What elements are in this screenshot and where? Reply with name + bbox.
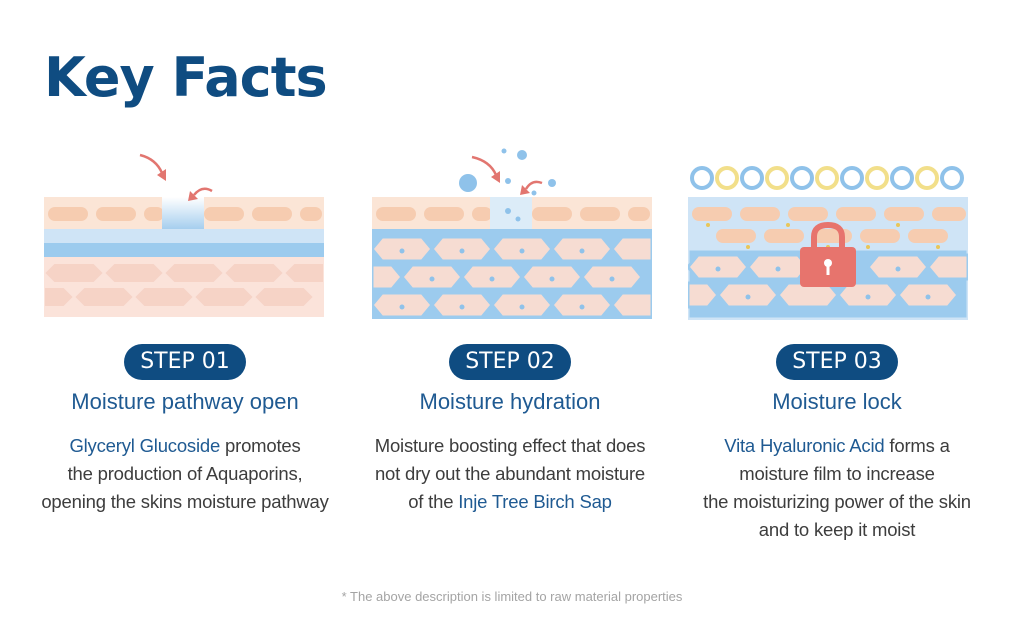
step-heading: Moisture lock [772, 389, 902, 414]
footnote: * The above description is limited to ra… [341, 589, 683, 604]
illustration-step-3 [688, 145, 968, 320]
step-description: Vita Hyaluronic Acid forms a moisture fi… [703, 432, 971, 544]
step-heading: Moisture hydration [419, 389, 601, 414]
desc-text: promotes [220, 435, 301, 456]
step-3: STEP 03 Moisture lock Vita Hyaluronic Ac… [672, 344, 1002, 544]
moisture-film [690, 166, 964, 190]
moisture-bubbles [459, 148, 556, 196]
step-1: STEP 01 Moisture pathway open Glyceryl G… [20, 344, 350, 516]
desc-line: the production of Aquaporins, [67, 463, 303, 484]
desc-line: the moisturizing power of the skin [703, 491, 971, 512]
illustration-step-1 [44, 145, 324, 320]
step-badge: STEP 02 [449, 344, 571, 380]
page-title: Key Facts [44, 46, 328, 109]
step-badge: STEP 01 [124, 344, 246, 380]
desc-line: moisture film to increase [739, 463, 935, 484]
arrow-down-icon [471, 155, 543, 195]
ingredient-highlight: Vita Hyaluronic Acid [724, 435, 885, 456]
desc-text: forms a [884, 435, 950, 456]
lock-icon [800, 221, 856, 287]
desc-text: of the [408, 491, 459, 512]
step-description: Glyceryl Glucoside promotes the producti… [41, 432, 329, 516]
desc-line: not dry out the abundant moisture [374, 463, 646, 484]
water-drop-icon [399, 248, 615, 310]
step-description: Moisture boosting effect that does not d… [375, 432, 646, 516]
step-heading: Moisture pathway open [71, 389, 299, 414]
step-badge: STEP 03 [776, 344, 898, 380]
ingredient-highlight: Inje Tree Birch Sap [458, 491, 612, 512]
step-2: STEP 02 Moisture hydration Moisture boos… [345, 344, 675, 516]
ingredient-highlight: Glyceryl Glucoside [69, 435, 221, 456]
desc-line: and to keep it moist [758, 519, 916, 540]
skin-cell-row [48, 207, 322, 221]
desc-line: Moisture boosting effect that does [374, 435, 646, 456]
desc-line: opening the skins moisture pathway [41, 491, 329, 512]
illustration-step-2 [372, 145, 652, 320]
arrow-down-icon [139, 153, 213, 201]
